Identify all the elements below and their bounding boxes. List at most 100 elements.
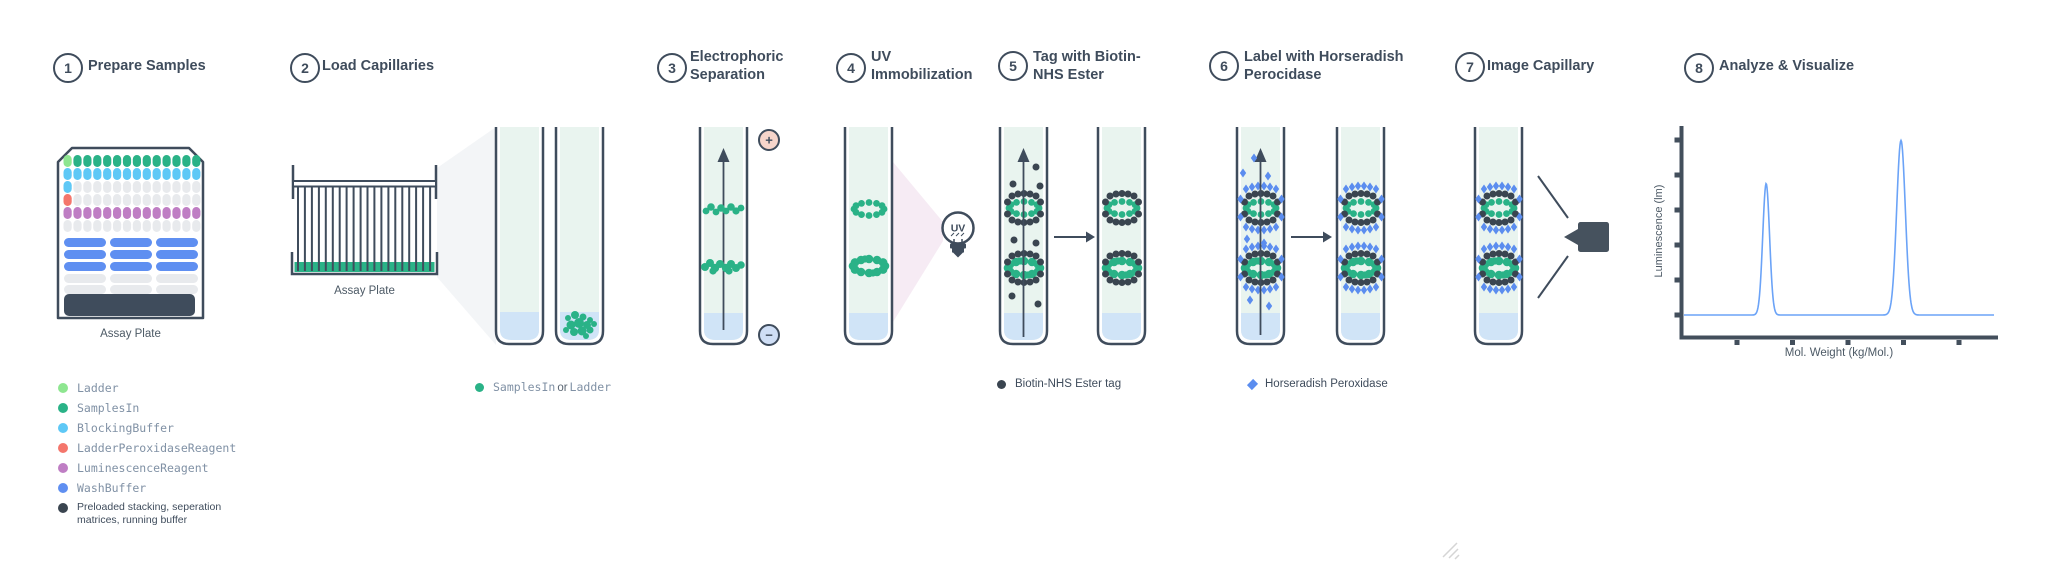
plate-well [93,207,102,219]
tube-matrix [1479,127,1518,340]
tube-matrix [1102,127,1141,340]
plate-well [63,155,72,167]
step-6-number: 6 [1209,51,1239,81]
step-8-title: Analyze & Visualize [1719,58,1855,74]
assay-plate-diagram [56,146,205,320]
plate-well [142,168,151,180]
comb-teeth [297,186,432,271]
plate-trough [64,262,106,271]
chart-ticks [1674,137,1962,345]
plate-trough [64,250,106,259]
tube-wall [843,127,894,346]
legend-dot [58,403,68,413]
plate-well [142,155,151,167]
plate-well [162,207,171,219]
chart-line [1684,138,1994,316]
plate-trough [156,250,198,259]
step-2-title: Load Capillaries [322,58,435,74]
plate-well [192,207,201,219]
plate-well [182,155,191,167]
legend-item: BlockingBuffer [58,421,174,435]
hrp-diamond [1246,378,1259,390]
separated-band-lower [701,259,745,275]
step-7-title: Image Capillary [1487,58,1595,74]
legend-item: Preloaded stacking, seperation matrices,… [58,501,221,526]
plate-trough [156,285,198,294]
plate-well [122,168,132,180]
minus-terminal-label: − [765,328,773,343]
plate-well [162,181,171,193]
step-1-number: 1 [53,53,83,83]
plate-well [142,220,151,232]
plate-well [152,220,161,232]
plate-well [83,181,92,193]
tube-matrix [560,127,599,340]
plate-well [93,168,102,180]
step-6-title: Label with Horseradish Perocidase [1244,49,1404,83]
up-arrow [717,148,730,162]
plate-well [162,194,171,206]
plate-trough [110,250,152,259]
plate-well [93,181,102,193]
legend-dot [58,383,68,393]
separated-band-upper [702,203,745,216]
plate-trough [110,238,152,247]
step-4-title: UV Immobilization [871,49,973,83]
resize-handle[interactable] [1442,542,1460,560]
tube-wall [1335,127,1386,346]
plate-well [132,207,141,219]
samplesin-dot [475,382,484,392]
uv-bulb-icon [941,211,975,258]
capillary-tube [1096,127,1147,346]
step-4-number: 4 [836,53,866,83]
plate-well [113,168,122,180]
plate-trough [64,285,106,294]
plate-well [172,194,181,206]
biotin-tagging-diagram [1008,148,1095,337]
tube-buffer [1479,313,1518,340]
capillary-comb-diagram [290,165,439,276]
plate-well [122,155,132,167]
capillary-tube [1473,127,1524,346]
plate-trough [156,262,198,271]
plate-well [132,194,141,206]
tube-buffer [1341,313,1380,340]
plate-well [162,155,171,167]
plate-well [83,220,92,232]
legend-dot [58,443,68,453]
plate-well [83,194,92,206]
plate-trough [110,285,152,294]
plate-well [192,181,201,193]
sample-blobs [563,311,597,339]
plate-well [182,194,191,206]
plate-trough [110,262,152,271]
plus-terminal-label: + [765,133,773,148]
chart-axes [1674,126,1998,345]
plate-well [73,220,82,232]
tube-wall [698,127,749,346]
capillary-tube [494,127,545,346]
plate-trough [156,274,198,283]
plate-well [73,207,82,219]
tube-buffer [849,313,888,340]
plate-well [73,155,82,167]
plate-well [63,181,72,193]
plate-well [83,168,92,180]
plate-well [122,181,132,193]
legend-item: SamplesIn [58,401,139,415]
plate-well [162,220,171,232]
plate-well [103,207,112,219]
plate-well [122,194,132,206]
plate-well [103,155,112,167]
plate-well [93,155,102,167]
tube-wall [1096,127,1147,346]
cathode-terminal [758,324,780,346]
plate-well [93,194,102,206]
step-7-number: 7 [1455,52,1485,82]
uv-bulb-label: UV [951,223,966,235]
tube-buffer [500,312,539,340]
chart-y-axis-label: Luminescence (lm) [1653,184,1665,278]
camera-icon [1537,175,1609,299]
